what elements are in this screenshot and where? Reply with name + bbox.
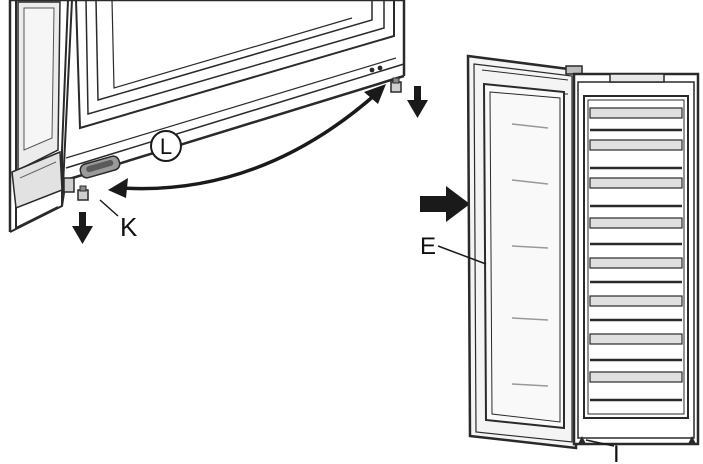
label-l-marker: L: [150, 130, 182, 162]
label-i-marker: I: [585, 439, 620, 464]
shelf-6: [589, 295, 683, 322]
right-arrow-icon: [420, 186, 470, 222]
shelf-2: [589, 139, 683, 170]
down-arrow-icon: [72, 212, 93, 244]
label-k: K: [120, 212, 138, 242]
shelf-8: [589, 371, 683, 402]
door-bottom-closeup: [8, 0, 406, 233]
cabinet-feet: [578, 436, 696, 444]
hinge-pin-left: [77, 185, 89, 201]
shelf-7: [589, 333, 683, 362]
freezer-shelves: [589, 107, 683, 402]
label-i: I: [613, 441, 620, 464]
hinge-slot: [79, 155, 121, 179]
shelf-4: [589, 217, 683, 246]
label-l: L: [160, 134, 172, 159]
label-e: E: [420, 233, 436, 260]
label-k-marker: K: [99, 199, 138, 242]
curved-double-arrow-icon: [108, 84, 386, 198]
down-arrow-icon: [407, 86, 428, 118]
shelf-3: [589, 177, 683, 208]
shelf-1: [589, 107, 683, 132]
label-e-marker: E: [420, 233, 487, 265]
shelf-5: [589, 257, 683, 284]
hinge-pin-right: [390, 77, 402, 93]
freezer-door: [466, 54, 583, 450]
screw-holes: [369, 65, 383, 73]
